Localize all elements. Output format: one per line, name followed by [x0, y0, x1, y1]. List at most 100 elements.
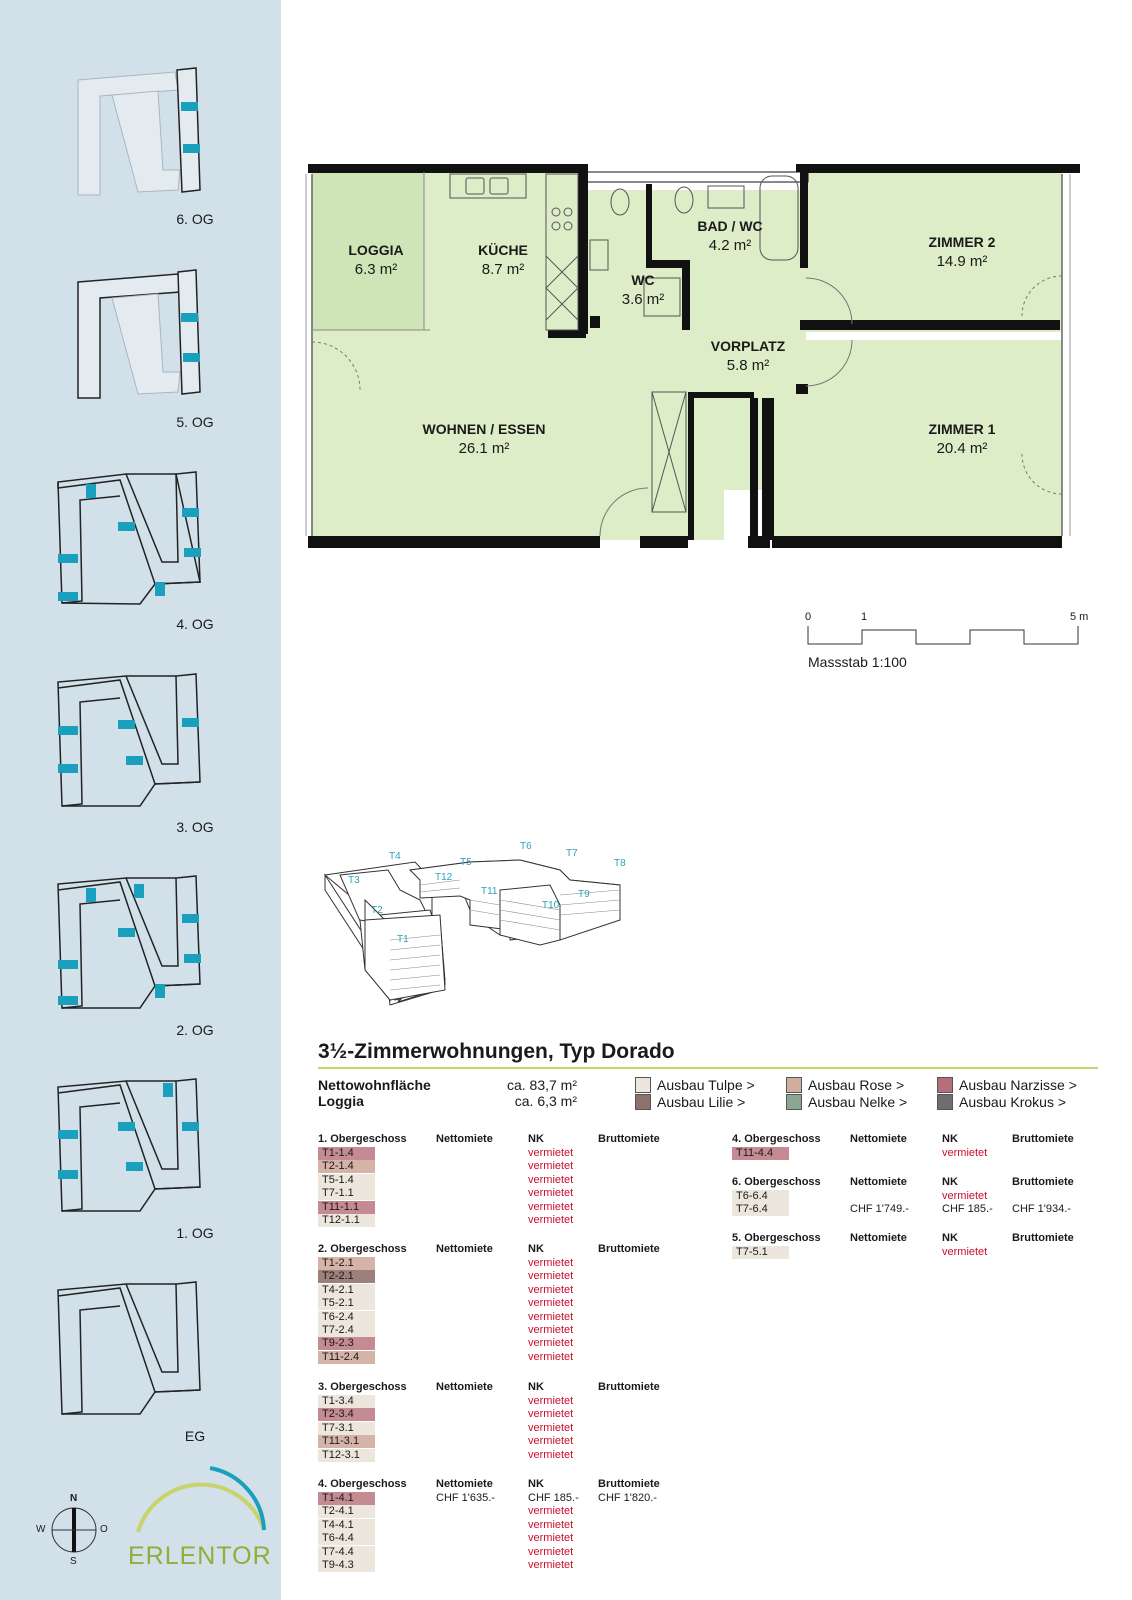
iso-label-t6[interactable]: T6 [520, 841, 532, 852]
unit-id[interactable]: T11-4.4 [732, 1147, 789, 1160]
unit-id[interactable]: T7-3.1 [318, 1421, 375, 1435]
unit-id[interactable]: T2-3.4 [318, 1408, 375, 1422]
unit-status: vermietet [528, 1435, 574, 1448]
iso-label-t10[interactable]: T10 [542, 900, 560, 911]
unit-id[interactable]: T7-4.4 [318, 1545, 375, 1559]
legend-rose[interactable]: Ausbau Rose > [786, 1077, 904, 1094]
keyplan-2-og[interactable] [57, 875, 201, 1009]
iso-label-t11[interactable]: T11 [481, 886, 498, 897]
swatch-tulpe [635, 1077, 651, 1093]
column-header-nk: NK [528, 1478, 544, 1490]
unit-id[interactable]: T7-5.1 [732, 1246, 789, 1259]
net-area-label: Nettowohnfläche [318, 1077, 431, 1093]
compass-west-label: W [36, 1524, 46, 1535]
legend-tulpe[interactable]: Ausbau Tulpe > [635, 1077, 755, 1094]
iso-label-t9[interactable]: T9 [578, 889, 590, 900]
unit-status: vermietet [528, 1310, 574, 1323]
unit-id[interactable]: T1-3.4 [318, 1395, 375, 1408]
column-header-gross: Bruttomiete [598, 1243, 660, 1255]
legend-nelke-label: Ausbau Nelke > [808, 1094, 908, 1110]
unit-id[interactable]: T4-2.1 [318, 1283, 375, 1297]
table-floor-heading: 3. Obergeschoss [318, 1381, 407, 1393]
unit-status: vermietet [942, 1147, 988, 1159]
room-area-wc: 3.6 m² [621, 291, 665, 308]
unit-status: vermietet [528, 1160, 574, 1173]
scale-tick-1: 1 [861, 611, 868, 623]
keyplan-3-og[interactable] [57, 673, 201, 807]
legend-tulpe-label: Ausbau Tulpe > [657, 1077, 755, 1093]
unit-nk: CHF 185.- [942, 1203, 993, 1216]
iso-label-t5[interactable]: T5 [460, 857, 472, 868]
unit-id[interactable]: T11-1.1 [318, 1200, 375, 1214]
floor-label-1-og[interactable]: 1. OG [176, 1225, 214, 1241]
unit-id[interactable]: T1-1.4 [318, 1147, 375, 1160]
iso-label-t1[interactable]: T1 [397, 934, 409, 945]
unit-id[interactable]: T2-2.1 [318, 1270, 375, 1284]
unit-id[interactable]: T5-2.1 [318, 1297, 375, 1311]
unit-id[interactable]: T6-2.4 [318, 1310, 375, 1324]
iso-label-t7[interactable]: T7 [566, 848, 578, 859]
loggia-area-value: ca. 6,3 m² [514, 1093, 577, 1109]
legend-nelke[interactable]: Ausbau Nelke > [786, 1094, 907, 1111]
compass-icon [51, 1507, 97, 1553]
unit-id[interactable]: T12-3.1 [318, 1448, 375, 1462]
unit-id[interactable]: T1-2.1 [318, 1257, 375, 1270]
keyplan-1-og[interactable] [57, 1078, 201, 1212]
room-name-zimmer2: ZIMMER 2 [928, 234, 996, 250]
unit-id[interactable]: T7-1.1 [318, 1187, 375, 1201]
unit-id[interactable]: T1-4.1 [318, 1492, 375, 1505]
unit-id[interactable]: T9-2.3 [318, 1337, 375, 1351]
keyplan-4-og[interactable] [57, 471, 201, 605]
iso-label-t2[interactable]: T2 [371, 905, 383, 916]
unit-id[interactable]: T12-1.1 [318, 1214, 375, 1227]
keyplan-eg[interactable] [57, 1281, 201, 1415]
legend-narzisse[interactable]: Ausbau Narzisse > [937, 1077, 1077, 1094]
legend-krokus[interactable]: Ausbau Krokus > [937, 1094, 1066, 1111]
keyplan-5-og[interactable] [77, 269, 201, 399]
iso-label-t12[interactable]: T12 [435, 872, 453, 883]
scale-bar [807, 626, 1079, 645]
column-header-net: Nettomiete [850, 1133, 907, 1145]
floor-label-2-og[interactable]: 2. OG [176, 1022, 214, 1038]
unit-status: vermietet [528, 1518, 574, 1531]
unit-status: vermietet [528, 1257, 574, 1269]
unit-id[interactable]: T2-4.1 [318, 1505, 375, 1519]
floor-plan [305, 164, 1080, 548]
floor-label-eg[interactable]: EG [184, 1428, 206, 1444]
floor-label-3-og[interactable]: 3. OG [176, 819, 214, 835]
unit-id[interactable]: T11-3.1 [318, 1435, 375, 1449]
unit-status: vermietet [528, 1324, 574, 1336]
floor-label-6-og[interactable]: 6. OG [176, 211, 214, 227]
unit-status: vermietet [528, 1187, 574, 1200]
unit-id[interactable]: T9-4.3 [318, 1559, 375, 1572]
floor-label-4-og[interactable]: 4. OG [176, 616, 214, 632]
iso-label-t4[interactable]: T4 [389, 851, 401, 862]
iso-label-t3[interactable]: T3 [348, 875, 360, 886]
compass-north-label: N [70, 1493, 78, 1504]
unit-id[interactable]: T7-6.4 [732, 1203, 789, 1217]
keyplan-6-og[interactable] [77, 67, 201, 196]
room-name-bad: BAD / WC [697, 218, 763, 234]
unit-id[interactable]: T11-2.4 [318, 1350, 375, 1364]
unit-id[interactable]: T7-2.4 [318, 1324, 375, 1337]
loggia-area [312, 172, 424, 342]
legend-lilie[interactable]: Ausbau Lilie > [635, 1094, 745, 1111]
unit-gross-rent: CHF 1'820.- [598, 1492, 657, 1504]
unit-id[interactable]: T6-6.4 [732, 1190, 789, 1203]
unit-id[interactable]: T6-4.4 [318, 1532, 375, 1546]
legend-narzisse-label: Ausbau Narzisse > [959, 1077, 1077, 1093]
floor-label-5-og[interactable]: 5. OG [176, 414, 214, 430]
room-area-loggia: 6.3 m² [354, 261, 398, 278]
unit-id[interactable]: T4-4.1 [318, 1518, 375, 1532]
legend-krokus-label: Ausbau Krokus > [959, 1094, 1067, 1110]
unit-id[interactable]: T2-1.4 [318, 1160, 375, 1174]
swatch-rose [786, 1077, 802, 1093]
unit-id[interactable]: T5-1.4 [318, 1173, 375, 1187]
iso-label-t8[interactable]: T8 [614, 858, 626, 869]
compass-south-label: S [70, 1556, 77, 1567]
room-area-wohnen: 26.1 m² [458, 440, 510, 457]
building-isometric[interactable] [320, 840, 640, 1030]
column-header-gross: Bruttomiete [1012, 1133, 1074, 1145]
